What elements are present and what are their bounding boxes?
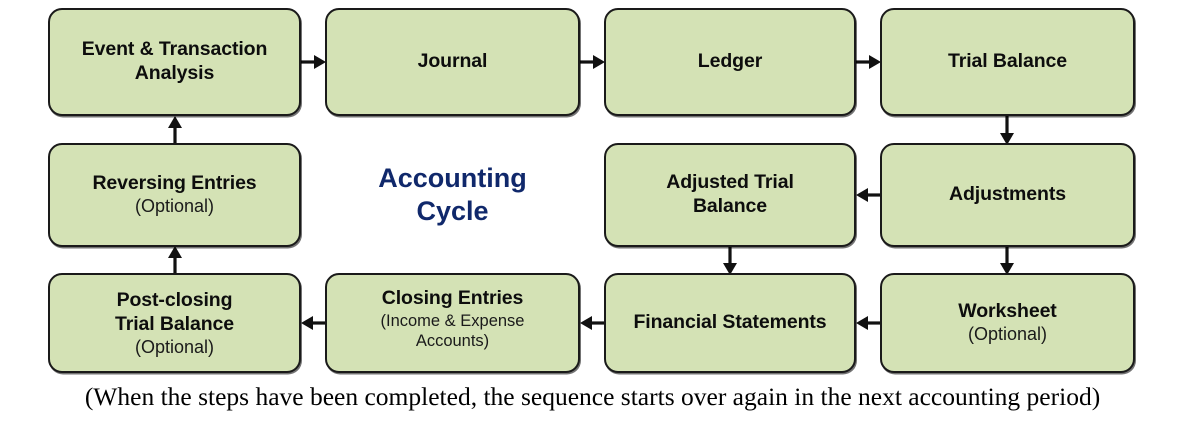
node-worksheet[interactable]: Worksheet (Optional) [880,273,1135,373]
node-subtitle: (Income & Expense Accounts) [380,311,525,351]
node-trial-balance[interactable]: Trial Balance [880,8,1135,116]
arrow-financial-statements-to-closing-entries [579,314,606,332]
node-subtitle: (Optional) [134,196,215,217]
node-title: Event & Transaction Analysis [81,38,268,84]
node-title: Closing Entries [381,287,524,309]
node-subtitle: (Optional) [967,324,1048,345]
diagram-caption: (When the steps have been completed, the… [84,382,1101,411]
node-event-transaction-analysis[interactable]: Event & Transaction Analysis [48,8,301,116]
node-adjusted-trial-balance[interactable]: Adjusted Trial Balance [604,143,856,247]
arrow-reversing-entries-to-event-analysis [166,114,184,146]
arrow-worksheet-to-financial-statements [855,314,882,332]
node-title: Post-closing Trial Balance [114,289,234,335]
node-title: Trial Balance [947,50,1067,73]
node-title: Reversing Entries [92,172,257,195]
node-adjustments[interactable]: Adjustments [880,143,1135,247]
node-title: Worksheet [958,300,1057,323]
arrow-adjustments-to-worksheet [998,245,1016,276]
arrow-event-to-journal [301,53,327,71]
arrow-trial-balance-to-adjustments [998,114,1016,146]
arrow-post-closing-to-reversing-entries [166,245,184,276]
arrow-adjusted-trial-balance-to-financial-statements [721,245,739,276]
node-title: Ledger [697,50,763,73]
node-title: Adjusted Trial Balance [666,171,794,217]
node-title: Journal [417,50,488,73]
node-journal[interactable]: Journal [325,8,580,116]
node-ledger[interactable]: Ledger [604,8,856,116]
diagram-center-title: Accounting Cycle [378,163,527,226]
node-closing-entries[interactable]: Closing Entries (Income & Expense Accoun… [325,273,580,373]
arrow-ledger-to-trial-balance [856,53,882,71]
node-reversing-entries[interactable]: Reversing Entries (Optional) [48,143,301,247]
arrow-journal-to-ledger [580,53,606,71]
node-title: Adjustments [949,183,1066,206]
node-title: Financial Statements [633,311,827,334]
arrow-adjustments-to-adjusted-trial-balance [855,186,882,204]
node-subtitle: (Optional) [134,336,215,357]
node-post-closing-trial-balance[interactable]: Post-closing Trial Balance (Optional) [48,273,301,373]
arrow-closing-entries-to-post-closing-trial-balance [300,314,327,332]
node-financial-statements[interactable]: Financial Statements [604,273,856,373]
